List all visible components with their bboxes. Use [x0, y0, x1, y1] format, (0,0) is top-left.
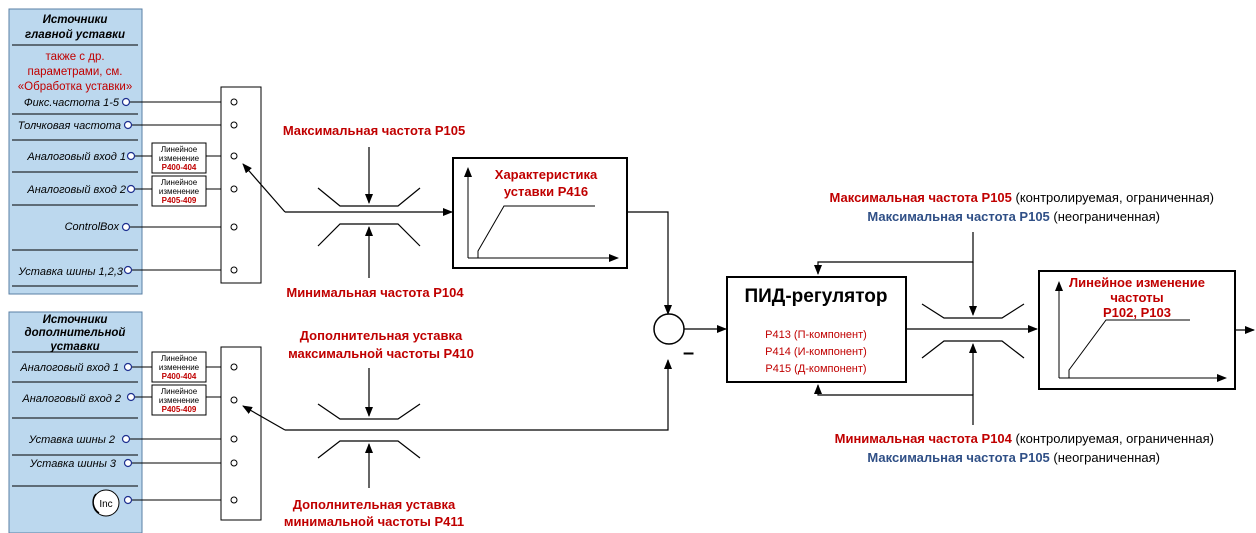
minus-sign: – — [683, 342, 694, 364]
svg-text:P400-404: P400-404 — [162, 372, 197, 381]
svg-text:изменение: изменение — [159, 187, 200, 196]
node-analog-2 — [126, 184, 136, 194]
add-sources-title-1: Источники — [43, 314, 108, 326]
characteristic-title-1: Характеристика — [495, 167, 598, 182]
node-add-bus-3 — [123, 458, 133, 468]
svg-text:изменение: изменение — [159, 154, 200, 163]
main-sources-note-1: также с др. — [45, 51, 104, 63]
pid-p-component: P413 (П-компонент) — [765, 329, 867, 341]
pid-title: ПИД-регулятор — [744, 286, 887, 307]
main-limiter — [317, 147, 421, 278]
output-ramp-box: Линейное изменение частоты P102, P103 — [1038, 270, 1236, 390]
main-source-wires — [121, 97, 231, 275]
inc-encoder-icon: Inc — [92, 489, 120, 517]
add-sources-title-2: дополнительной — [25, 327, 126, 339]
source-analog-2: Аналоговый вход 2 — [26, 184, 126, 196]
node-add-analog-2 — [126, 392, 136, 402]
svg-text:P405-409: P405-409 — [162, 196, 197, 205]
label-pid-top-red: Максимальная частота P105 (контролируема… — [830, 190, 1214, 205]
pid-feedback-wires — [814, 232, 1038, 425]
label-add-max-1: Дополнительная уставка — [300, 328, 463, 343]
main-sources-title-2: главной уставки — [25, 29, 125, 41]
svg-text:P405-409: P405-409 — [162, 405, 197, 414]
label-min-freq: Минимальная частота P104 — [286, 285, 464, 300]
label-add-min-1: Дополнительная уставка — [293, 497, 456, 512]
ramp-box-main-2: Линейное изменение P405-409 — [151, 175, 207, 207]
node-add-bus-2 — [121, 434, 131, 444]
node-jog-freq — [123, 120, 133, 130]
svg-text:Линейное: Линейное — [161, 178, 198, 187]
summing-junction: – — [653, 313, 694, 364]
characteristic-title-2: уставки P416 — [504, 184, 588, 199]
output-ramp-title-3: P102, P103 — [1103, 305, 1171, 320]
node-controlbox — [121, 222, 131, 232]
output-ramp-title-2: частоты — [1110, 290, 1163, 305]
node-bus-123 — [123, 265, 133, 275]
label-pid-bottom-red: Минимальная частота P104 (контролируемая… — [835, 431, 1214, 446]
source-jog-freq: Толчковая частота — [18, 120, 121, 132]
svg-text:изменение: изменение — [159, 396, 200, 405]
add-path — [242, 359, 672, 431]
label-add-max-2: максимальной частоты P410 — [288, 346, 474, 361]
inc-label: Inc — [99, 499, 112, 510]
pid-i-component: P414 (И-компонент) — [765, 346, 867, 358]
node-analog-1 — [126, 151, 136, 161]
source-bus-123: Уставка шины 1,2,3 — [18, 266, 124, 278]
output-ramp-title-1: Линейное изменение — [1069, 275, 1205, 290]
ramp-box-add-1: Линейное изменение P400-404 — [151, 351, 207, 383]
main-sources-panel: Источники главной уставки также с др. па… — [8, 8, 143, 295]
wire-char-to-sum — [627, 211, 672, 315]
label-add-min-2: минимальной частоты P411 — [284, 514, 464, 529]
label-max-freq: Максимальная частота P105 — [283, 123, 465, 138]
node-fixed-freq — [121, 97, 131, 107]
source-analog-1: Аналоговый вход 1 — [26, 151, 126, 163]
svg-text:Линейное: Линейное — [161, 145, 198, 154]
main-sources-note-2: параметрами, см. — [28, 66, 123, 78]
main-sources-title-1: Источники — [43, 14, 108, 26]
svg-text:P400-404: P400-404 — [162, 163, 197, 172]
add-selector-switch — [220, 346, 262, 521]
add-sources-panel: Источники дополнительной уставки Аналого… — [8, 311, 143, 533]
ramp-box-add-2: Линейное изменение P405-409 — [151, 384, 207, 416]
node-add-analog-1 — [123, 362, 133, 372]
add-source-analog-2: Аналоговый вход 2 — [21, 393, 121, 405]
pid-d-component: P415 (Д-компонент) — [765, 363, 866, 375]
label-pid-top-blue: Максимальная частота P105 (неограниченна… — [867, 209, 1160, 224]
pid-regulator: ПИД-регулятор P413 (П-компонент) P414 (И… — [726, 276, 907, 383]
main-selector-switch — [220, 86, 262, 284]
node-add-inc — [123, 495, 133, 505]
source-controlbox: ControlBox — [65, 221, 120, 233]
main-sources-note-3: «Обработка уставки» — [18, 81, 132, 93]
add-source-wires — [121, 362, 231, 505]
add-source-bus-3: Уставка шины 3 — [29, 458, 117, 470]
add-sources-title-3: уставки — [49, 341, 99, 353]
svg-text:изменение: изменение — [159, 363, 200, 372]
svg-text:Линейное: Линейное — [161, 387, 198, 396]
main-path — [242, 163, 453, 216]
svg-text:Линейное: Линейное — [161, 354, 198, 363]
output-limiter — [921, 262, 1025, 395]
source-fixed-freq: Фикс.частота 1-5 — [24, 97, 120, 109]
ramp-box-main-1: Линейное изменение P400-404 — [151, 142, 207, 174]
add-source-bus-2: Уставка шины 2 — [28, 434, 115, 446]
add-source-analog-1: Аналоговый вход 1 — [19, 362, 119, 374]
label-pid-bottom-blue: Максимальная частота P105 (неограниченна… — [867, 450, 1160, 465]
characteristic-box: Характеристика уставки P416 — [452, 157, 628, 269]
add-limiter — [317, 368, 421, 488]
